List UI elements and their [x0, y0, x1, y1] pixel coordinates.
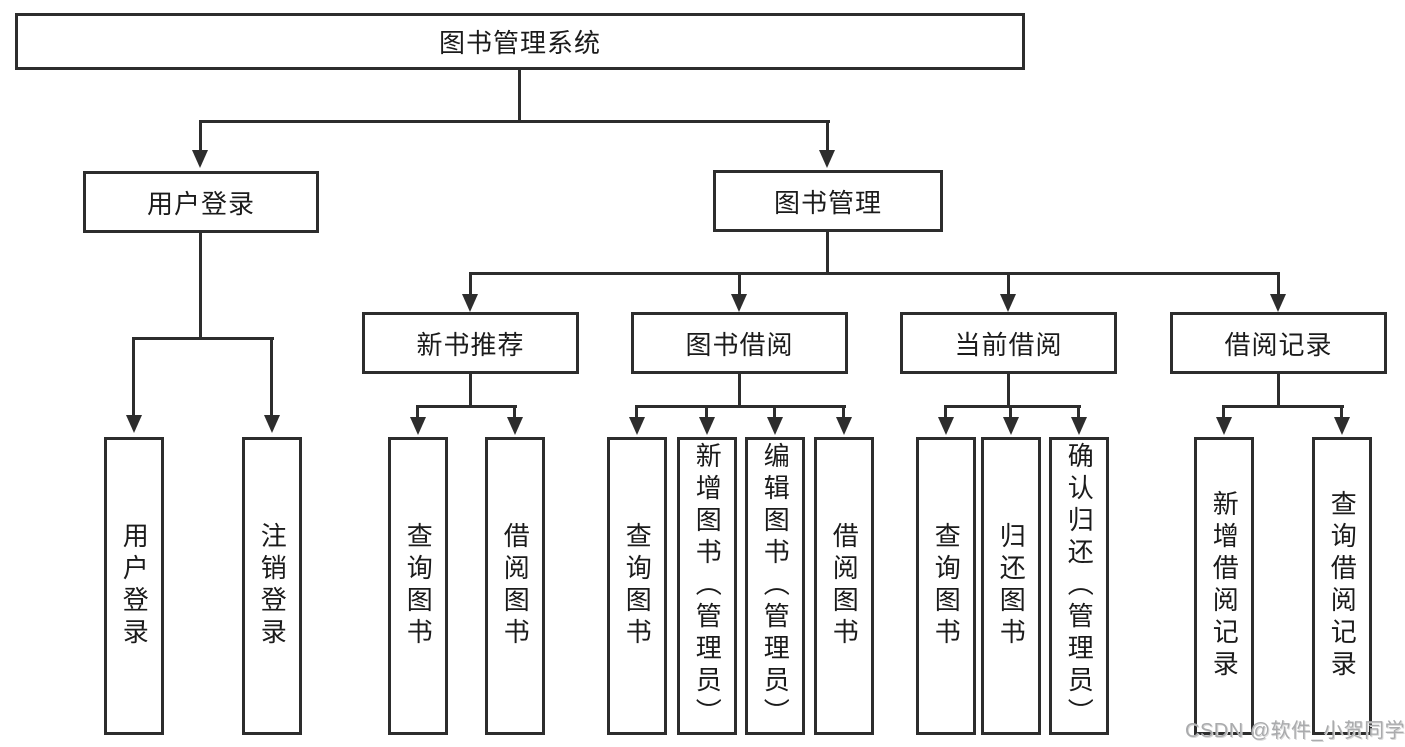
connector-group-stem-borrowing [738, 372, 741, 407]
connector-group-bar-recommend [417, 405, 517, 408]
arrow-down-icon [819, 150, 835, 168]
arrow-down-icon [264, 415, 280, 433]
node-book-management: 图书管理 [713, 170, 943, 232]
connector-user-login-stem [199, 231, 202, 338]
leaf-label: 新增图书（管理员） [692, 442, 723, 730]
leaf-edit-book-admin: 编辑图书（管理员） [745, 437, 805, 735]
connector-group-bar-records [1223, 405, 1344, 408]
leaf-add-book-admin: 新增图书（管理员） [677, 437, 737, 735]
connector-group-stem-recommend [469, 372, 472, 407]
node-label: 图书管理系统 [438, 28, 601, 58]
connector-stem-leaf [635, 405, 638, 419]
connector-stem-level3 [1277, 272, 1280, 296]
leaf-label: 编辑图书（管理员） [760, 442, 791, 730]
node-label: 新书推荐 [416, 329, 525, 360]
connector-group-bar-borrowing [636, 405, 846, 408]
connector-stem-leaf [705, 405, 708, 419]
node-label: 当前借阅 [954, 329, 1063, 360]
connector-book-management-stem [826, 231, 829, 275]
node-user-login: 用户登录 [83, 171, 319, 233]
connector-level2-bar [199, 120, 830, 123]
leaf-label: 新增借阅记录 [1209, 490, 1240, 682]
node-label: 图书管理 [773, 187, 882, 218]
arrow-down-icon [699, 417, 715, 435]
leaf-label: 注销登录 [257, 522, 288, 650]
leaf-label: 查询图书 [931, 522, 962, 650]
arrow-down-icon [1000, 294, 1016, 312]
connector-group-bar-current [945, 405, 1081, 408]
leaf-logout-login: 注销登录 [242, 437, 302, 735]
node-new-book-recommend: 新书推荐 [362, 312, 579, 374]
connector-stem-leaf [1222, 405, 1225, 419]
arrow-down-icon [192, 150, 208, 168]
node-book-borrowing: 图书借阅 [631, 312, 848, 374]
leaf-label: 查询图书 [622, 522, 653, 650]
connector-stem-book-management [826, 120, 829, 153]
leaf-label: 确认归还（管理员） [1064, 442, 1095, 730]
arrow-down-icon [836, 417, 852, 435]
connector-stem-level3 [1007, 272, 1010, 296]
connector-stem-leaf [416, 405, 419, 419]
connector-stem-leaf [944, 405, 947, 419]
connector-stem-leaf [842, 405, 845, 419]
leaf-user-login: 用户登录 [104, 437, 164, 735]
leaf-borrow-books-recommend: 借阅图书 [485, 437, 545, 735]
connector-stem-leaf [132, 337, 135, 417]
connector-user-login-bar [133, 337, 274, 340]
arrow-down-icon [629, 417, 645, 435]
arrow-down-icon [462, 294, 478, 312]
leaf-query-books-borrowing: 查询图书 [607, 437, 667, 735]
arrow-down-icon [126, 415, 142, 433]
connector-stem-level3 [738, 272, 741, 296]
node-current-borrowing: 当前借阅 [900, 312, 1117, 374]
arrow-down-icon [1216, 417, 1232, 435]
arrow-down-icon [1003, 417, 1019, 435]
leaf-label: 查询图书 [403, 522, 434, 650]
connector-level3-bar [469, 272, 1280, 275]
leaf-query-borrow-record: 查询借阅记录 [1312, 437, 1372, 735]
leaf-label: 借阅图书 [500, 522, 531, 650]
arrow-down-icon [507, 417, 523, 435]
leaf-confirm-return-admin: 确认归还（管理员） [1049, 437, 1109, 735]
arrow-down-icon [410, 417, 426, 435]
csdn-watermark: CSDN @软件_小贺同学 [1185, 720, 1405, 742]
node-library-management-system: 图书管理系统 [15, 13, 1025, 70]
connector-stem-level3 [469, 272, 472, 296]
leaf-label: 归还图书 [996, 522, 1027, 650]
node-label: 图书借阅 [685, 329, 794, 360]
leaf-query-books-current: 查询图书 [916, 437, 976, 735]
leaf-query-books-recommend: 查询图书 [388, 437, 448, 735]
leaf-label: 借阅图书 [829, 522, 860, 650]
arrow-down-icon [1071, 417, 1087, 435]
connector-group-stem-records [1277, 372, 1280, 407]
connector-stem-leaf [513, 405, 516, 419]
arrow-down-icon [938, 417, 954, 435]
leaf-return-book: 归还图书 [981, 437, 1041, 735]
connector-root-stem [518, 70, 521, 121]
arrow-down-icon [767, 417, 783, 435]
arrow-down-icon [1334, 417, 1350, 435]
arrow-down-icon [1270, 294, 1286, 312]
connector-group-stem-current [1007, 372, 1010, 407]
node-label: 用户登录 [146, 188, 255, 219]
connector-stem-user-login [199, 120, 202, 153]
leaf-add-borrow-record: 新增借阅记录 [1194, 437, 1254, 735]
connector-stem-leaf [1077, 405, 1080, 419]
connector-stem-leaf [1009, 405, 1012, 419]
leaf-label: 查询借阅记录 [1327, 490, 1358, 682]
node-label: 借阅记录 [1224, 329, 1333, 360]
node-borrow-records: 借阅记录 [1170, 312, 1387, 374]
leaf-borrow-books-borrowing: 借阅图书 [814, 437, 874, 735]
connector-stem-leaf [270, 337, 273, 417]
arrow-down-icon [731, 294, 747, 312]
connector-stem-leaf [1340, 405, 1343, 419]
connector-stem-leaf [773, 405, 776, 419]
leaf-label: 用户登录 [119, 522, 150, 650]
